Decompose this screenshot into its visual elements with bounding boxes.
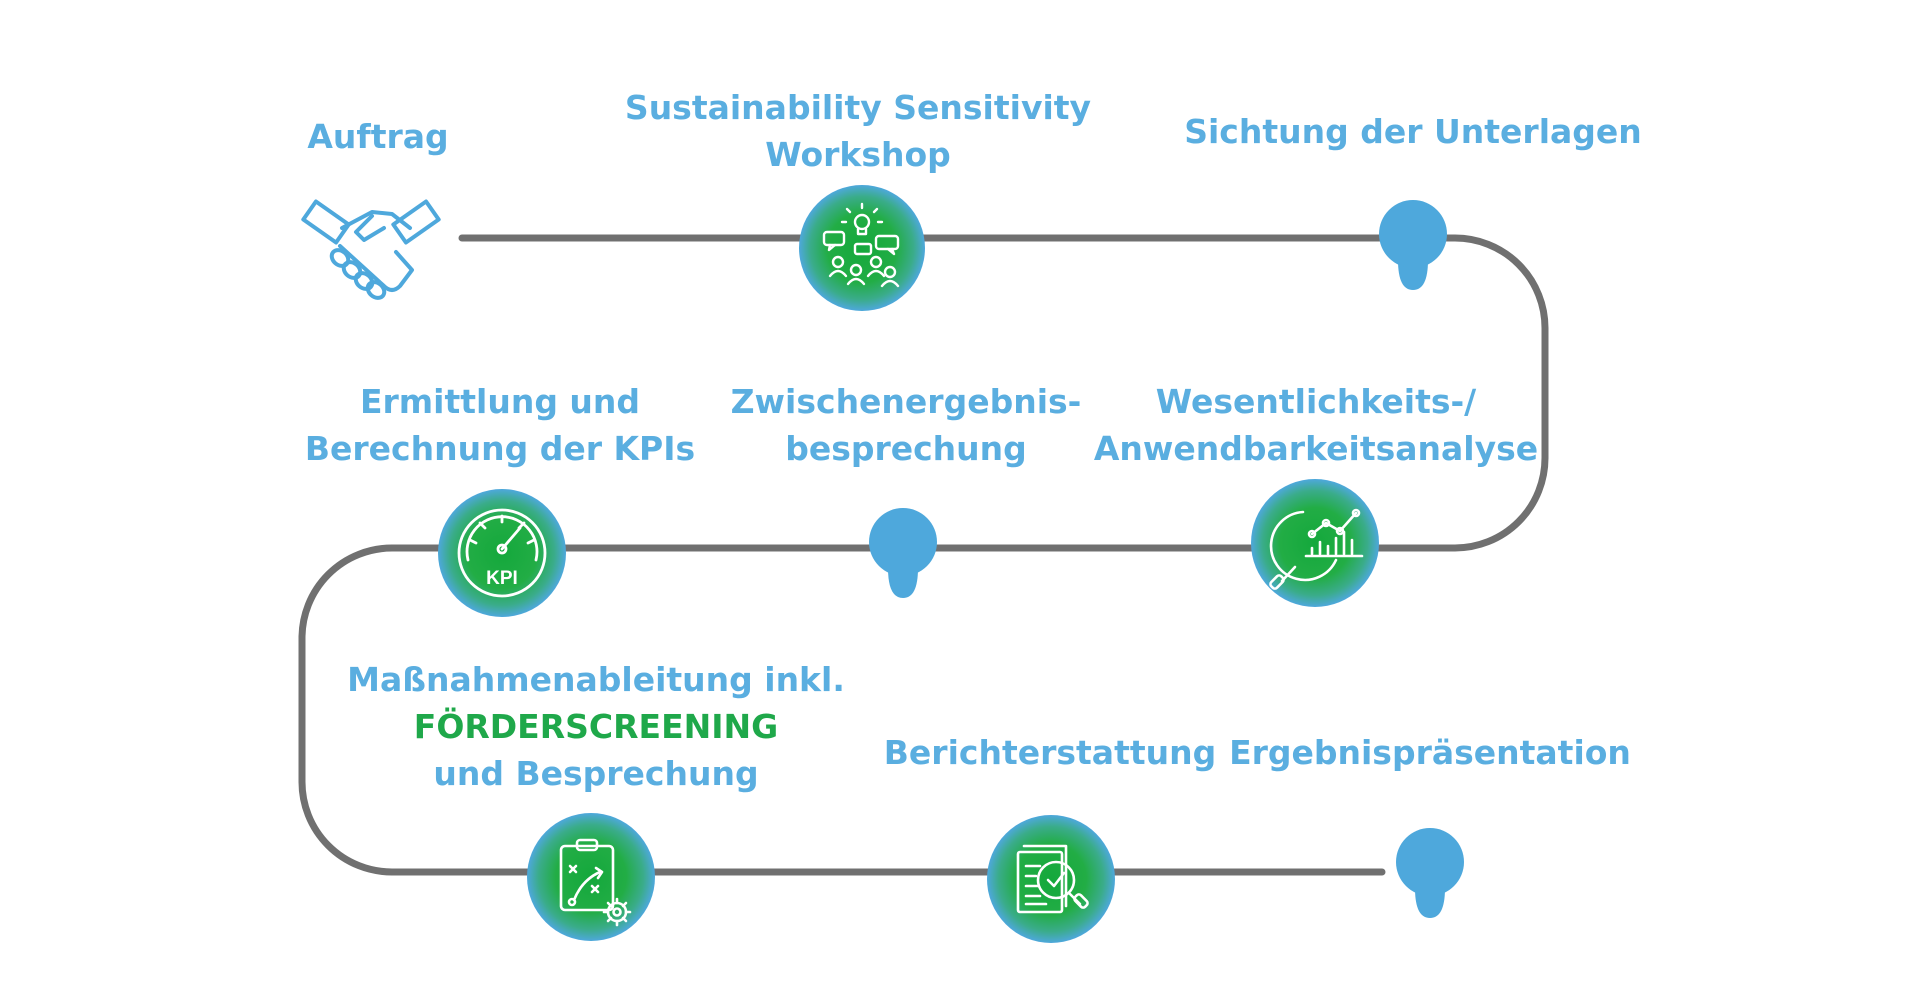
step-label-massnahmen: Maßnahmenableitung inkl. FÖRDERSCREENING… bbox=[347, 660, 845, 793]
step-label-sichtung: Sichtung der Unterlagen bbox=[1184, 112, 1642, 151]
step-label-auftrag: Auftrag bbox=[307, 117, 449, 156]
report-document-check-icon bbox=[987, 815, 1115, 943]
map-pin-marker-icon bbox=[1396, 828, 1464, 918]
foerderscreening-highlight: FÖRDERSCREENING bbox=[413, 707, 779, 746]
step-label-ermittlung: Ermittlung und Berechnung der KPIs bbox=[304, 382, 696, 468]
step-label-ergebnispraesentation: Ergebnispräsentation bbox=[1229, 733, 1631, 772]
step-label-wesentlichkeit: Wesentlichkeits-/ Anwendbarkeitsanalyse bbox=[1093, 382, 1539, 468]
step-label-workshop: Sustainability Sensitivity Workshop bbox=[624, 88, 1092, 174]
analysis-magnifier-chart-icon bbox=[1251, 479, 1379, 607]
handshake-icon bbox=[301, 199, 441, 300]
step-label-berichterstattung: Berichterstattung bbox=[883, 733, 1217, 772]
kpi-icon-text: KPI bbox=[486, 568, 518, 589]
step-label-zwischenergebnis: Zwischenergebnis- besprechung bbox=[730, 382, 1082, 468]
kpi-gauge-icon: KPI bbox=[438, 489, 566, 617]
map-pin-marker-icon bbox=[1379, 200, 1447, 290]
strategy-clipboard-gear-icon bbox=[527, 813, 655, 941]
workshop-people-ideas-icon bbox=[799, 185, 925, 311]
map-pin-marker-icon bbox=[869, 508, 937, 598]
